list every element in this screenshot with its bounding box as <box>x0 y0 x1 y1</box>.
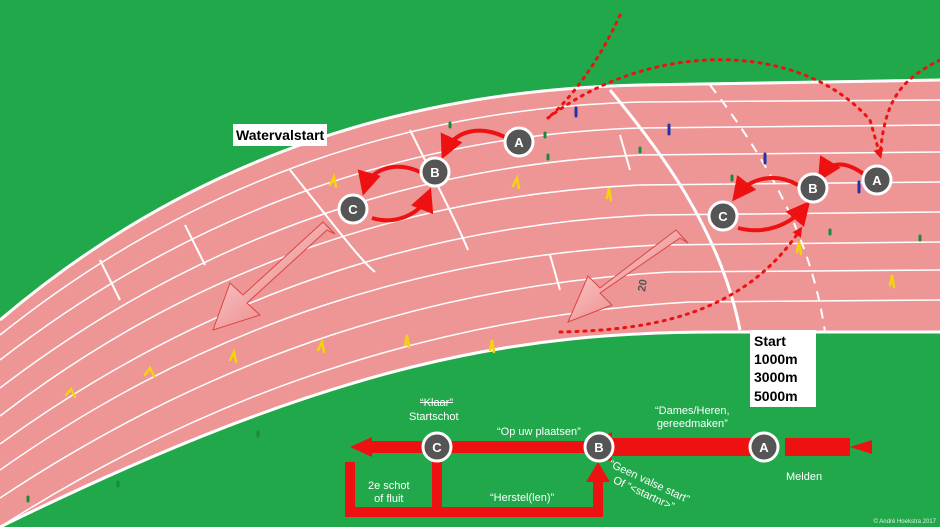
lane-markers <box>26 106 922 503</box>
position-b-right-label: B <box>808 181 817 196</box>
label-herstellen: “Herstel(len)” <box>490 492 555 504</box>
flow-node-b: B <box>583 431 615 463</box>
dotted-guide-paths <box>546 13 940 334</box>
position-a-left: A <box>503 126 535 158</box>
position-a-left-label: A <box>514 135 524 150</box>
flow-node-b-label: B <box>594 440 603 455</box>
position-c-right: C <box>707 200 739 232</box>
label-melden: Melden <box>786 471 823 483</box>
label-tweede-line1: 2e schot <box>368 480 410 492</box>
flow-node-a-label: A <box>759 440 769 455</box>
position-c-right-label: C <box>718 209 728 224</box>
direction-arrow-right <box>567 229 689 323</box>
position-a-right-label: A <box>872 173 882 188</box>
running-track <box>0 78 940 527</box>
procedure-flow <box>345 432 872 517</box>
label-klaar: “Klaar” <box>420 397 454 409</box>
flow-node-a: A <box>748 431 780 463</box>
position-c-left: C <box>337 193 369 225</box>
lane-number: 20 <box>636 278 650 292</box>
distance-3000: 3000m <box>754 369 798 386</box>
distance-1000: 1000m <box>754 351 798 368</box>
label-startschot: Startschot <box>409 411 459 423</box>
copyright-credit: © André Hoekstra 2017 <box>873 519 936 525</box>
flow-node-c-label: C <box>432 440 442 455</box>
label-tweede-schot: 2e schot of fluit <box>368 480 410 506</box>
right-group-arrows <box>732 155 867 233</box>
diagram-title: Watervalstart <box>233 124 328 147</box>
position-a-right: A <box>861 164 893 196</box>
distance-5000: 5000m <box>754 387 798 404</box>
position-b-left: B <box>419 156 451 188</box>
position-b-right: B <box>797 172 829 204</box>
flow-node-c: C <box>421 431 453 463</box>
position-b-left-label: B <box>430 165 439 180</box>
direction-arrow-left <box>212 221 336 331</box>
start-distances-box: Start 1000m 3000m 5000m <box>750 330 816 407</box>
left-group-arrows <box>357 128 506 223</box>
label-tweede-line2: of fluit <box>374 493 404 506</box>
label-dames-heren: “Dames/Heren, gereedmaken” <box>655 405 730 431</box>
start-heading: Start <box>754 333 786 349</box>
label-dames-line1: “Dames/Heren, <box>655 405 730 417</box>
label-op-uw-plaatsen: “Op uw plaatsen” <box>497 426 581 438</box>
position-c-left-label: C <box>348 202 358 217</box>
label-dames-line2: gereedmaken” <box>656 418 728 431</box>
